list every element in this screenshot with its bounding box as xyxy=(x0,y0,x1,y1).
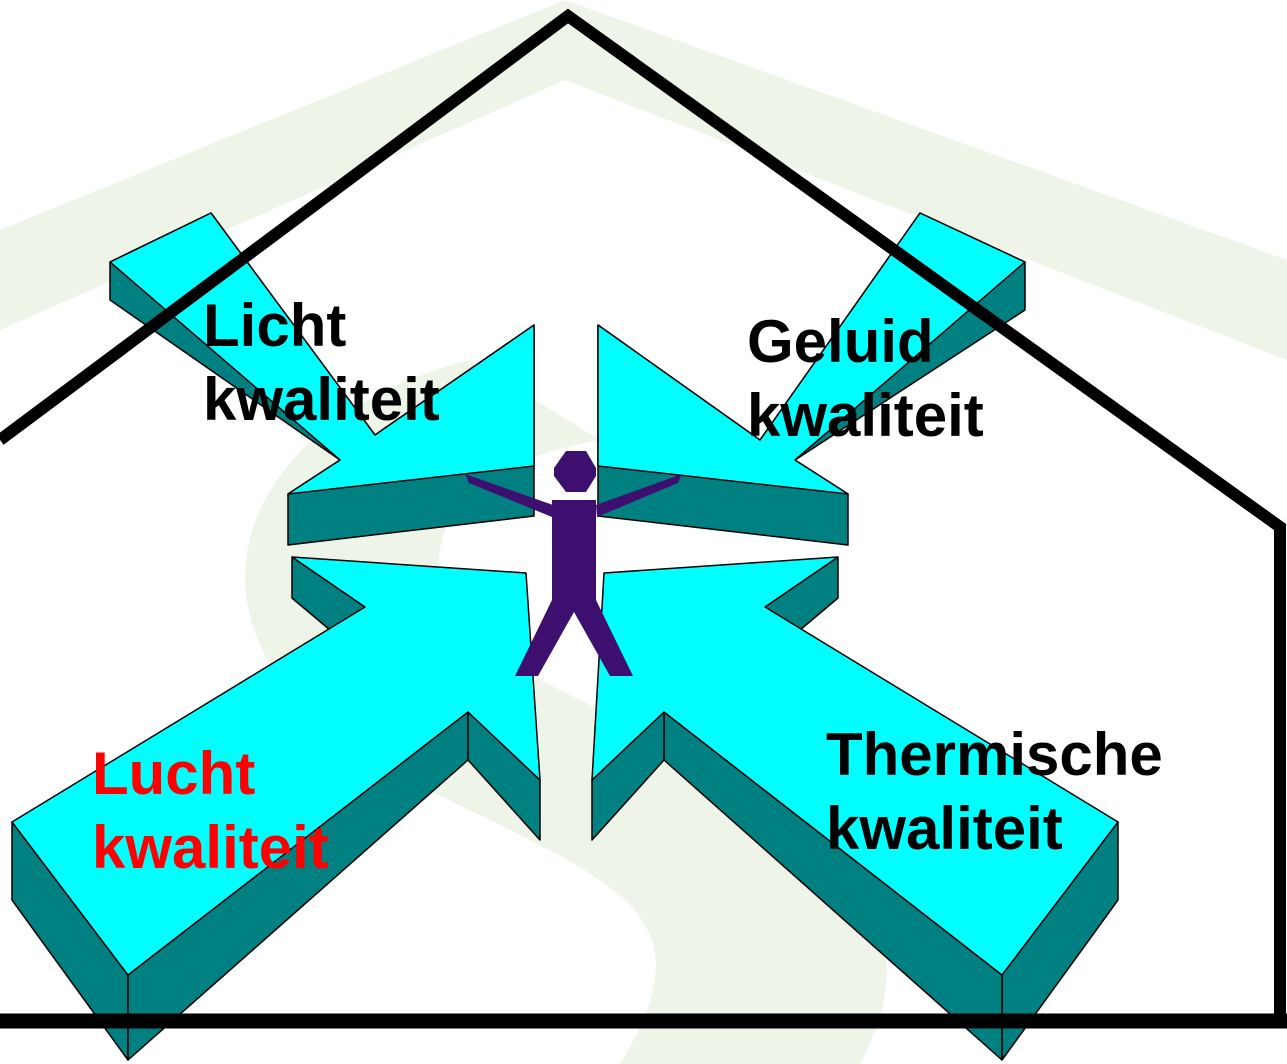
person-head xyxy=(554,451,596,492)
person-arm-left xyxy=(465,474,553,517)
arrow-thermisch xyxy=(591,556,1119,1061)
label-licht-line1: Licht xyxy=(203,292,347,359)
label-geluid-line1: Geluid xyxy=(747,308,934,375)
label-geluid-line2: kwaliteit xyxy=(747,382,984,449)
house-outline xyxy=(0,8,1287,1029)
label-lucht-line1: Lucht xyxy=(92,740,256,807)
label-licht-kwaliteit: Licht kwaliteit xyxy=(203,289,440,437)
label-licht-line2: kwaliteit xyxy=(203,366,440,433)
house-roof xyxy=(0,8,1286,1020)
person-icon xyxy=(465,451,682,676)
person-torso xyxy=(552,500,596,612)
person-arm-right xyxy=(596,474,682,517)
person-legs xyxy=(515,600,633,676)
label-thermische-kwaliteit: Thermische kwaliteit xyxy=(826,718,1163,866)
arrow-lucht xyxy=(11,556,541,1061)
label-geluid-kwaliteit: Geluid kwaliteit xyxy=(747,305,984,453)
label-thermisch-line2: kwaliteit xyxy=(826,795,1063,862)
label-thermisch-line1: Thermische xyxy=(826,721,1163,788)
label-lucht-kwaliteit: Lucht kwaliteit xyxy=(92,737,329,885)
label-lucht-line2: kwaliteit xyxy=(92,814,329,881)
